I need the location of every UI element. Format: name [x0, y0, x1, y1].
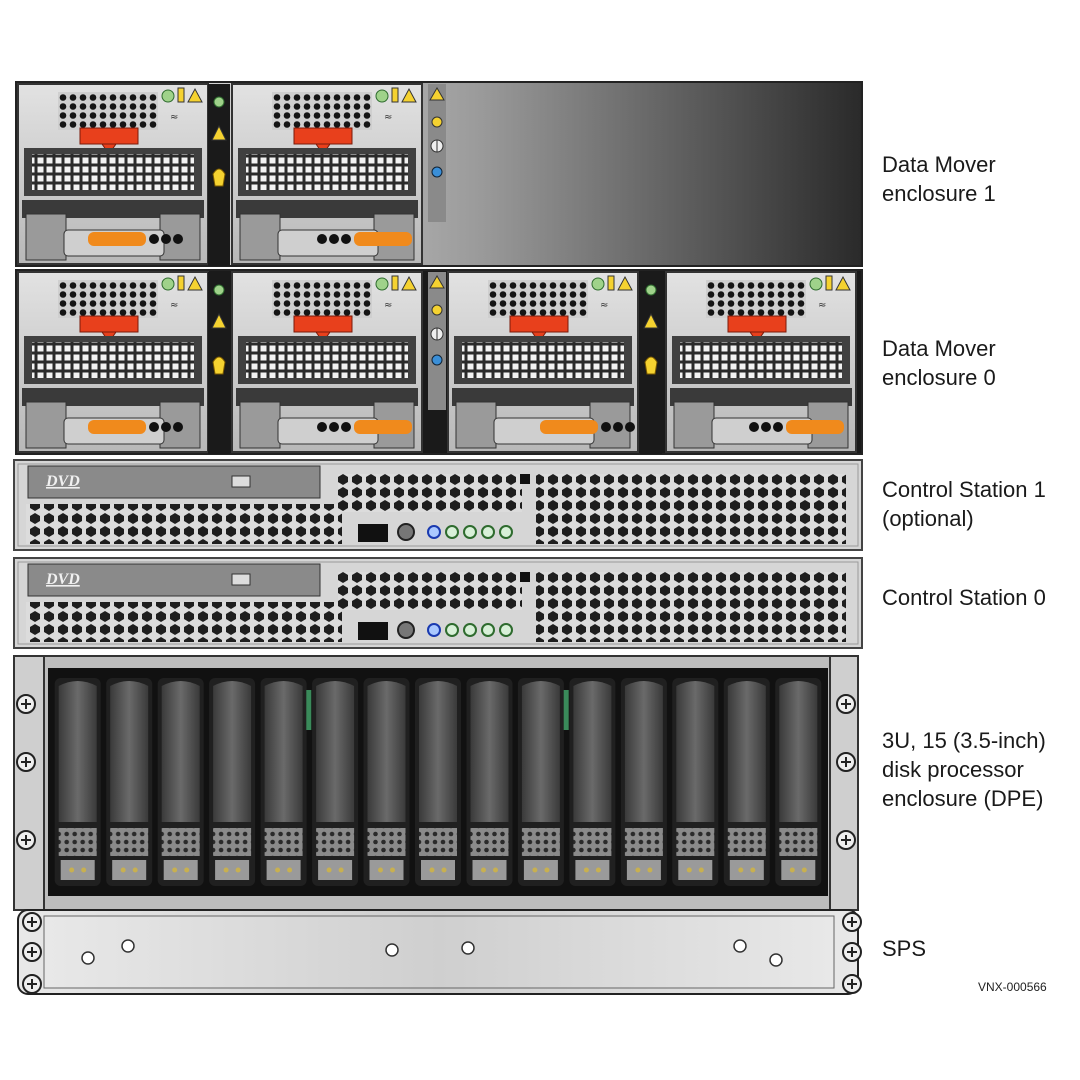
label-line: 3U, 15 (3.5-inch): [882, 728, 1046, 753]
label-line: Data Mover: [882, 336, 996, 361]
disk-drive: [312, 678, 359, 886]
control-station-1: DVD: [13, 459, 863, 551]
disk-drive: [775, 678, 822, 886]
disk-drive: [106, 678, 153, 886]
figure-id: VNX-000566: [978, 980, 1047, 994]
power-supply-module: [17, 83, 209, 265]
drive-bay-row: [54, 678, 822, 886]
dvd-drive-label: DVD: [45, 571, 80, 588]
disk-drive: [620, 678, 667, 886]
dvd-drive-label: DVD: [45, 473, 80, 490]
label-control-station-1: Control Station 1 (optional): [882, 475, 1046, 533]
status-indicator-strip: [563, 690, 569, 730]
label-line: enclosure 1: [882, 181, 996, 206]
disk-drive: [157, 678, 204, 886]
label-line: Control Station 1: [882, 477, 1046, 502]
disk-drive: [569, 678, 616, 886]
label-line: Data Mover: [882, 152, 996, 177]
disk-drive: [517, 678, 564, 886]
status-led-panel: [427, 83, 447, 223]
label-line: enclosure 0: [882, 365, 996, 390]
power-supply-module: [231, 271, 423, 453]
label-sps: SPS: [882, 934, 926, 963]
label-data-mover-enclosure-0: Data Mover enclosure 0: [882, 334, 996, 392]
disk-drive: [672, 678, 719, 886]
label-data-mover-enclosure-1: Data Mover enclosure 1: [882, 150, 996, 208]
disk-drive: [54, 678, 101, 886]
standby-power-supply: [17, 909, 862, 995]
label-line: (optional): [882, 506, 974, 531]
label-line: Control Station 0: [882, 585, 1046, 610]
status-led-panel: [427, 271, 447, 411]
disk-drive: [723, 678, 770, 886]
label-line: SPS: [882, 936, 927, 961]
fault-indicator-panel: [639, 271, 663, 455]
label-line: enclosure (DPE): [882, 786, 1044, 811]
disk-drive: [466, 678, 513, 886]
disk-processor-enclosure: [13, 655, 859, 911]
status-indicator-strip: [306, 690, 312, 730]
power-supply-module: [665, 271, 857, 453]
disk-drive: [260, 678, 307, 886]
data-mover-enclosure-1: [15, 81, 863, 267]
label-line: disk processor: [882, 757, 1024, 782]
power-supply-module: [17, 271, 209, 453]
data-mover-enclosure-0: [15, 269, 863, 455]
power-supply-module: [231, 83, 423, 265]
label-dpe: 3U, 15 (3.5-inch) disk processor enclosu…: [882, 726, 1046, 813]
disk-drive: [363, 678, 410, 886]
label-control-station-0: Control Station 0: [882, 583, 1046, 612]
disk-drive: [415, 678, 461, 886]
control-station-0: DVD: [13, 557, 863, 649]
disk-drive: [209, 678, 256, 886]
fault-indicator-panel: [207, 83, 231, 267]
power-supply-module: [447, 271, 639, 453]
fault-indicator-panel: [207, 271, 231, 455]
